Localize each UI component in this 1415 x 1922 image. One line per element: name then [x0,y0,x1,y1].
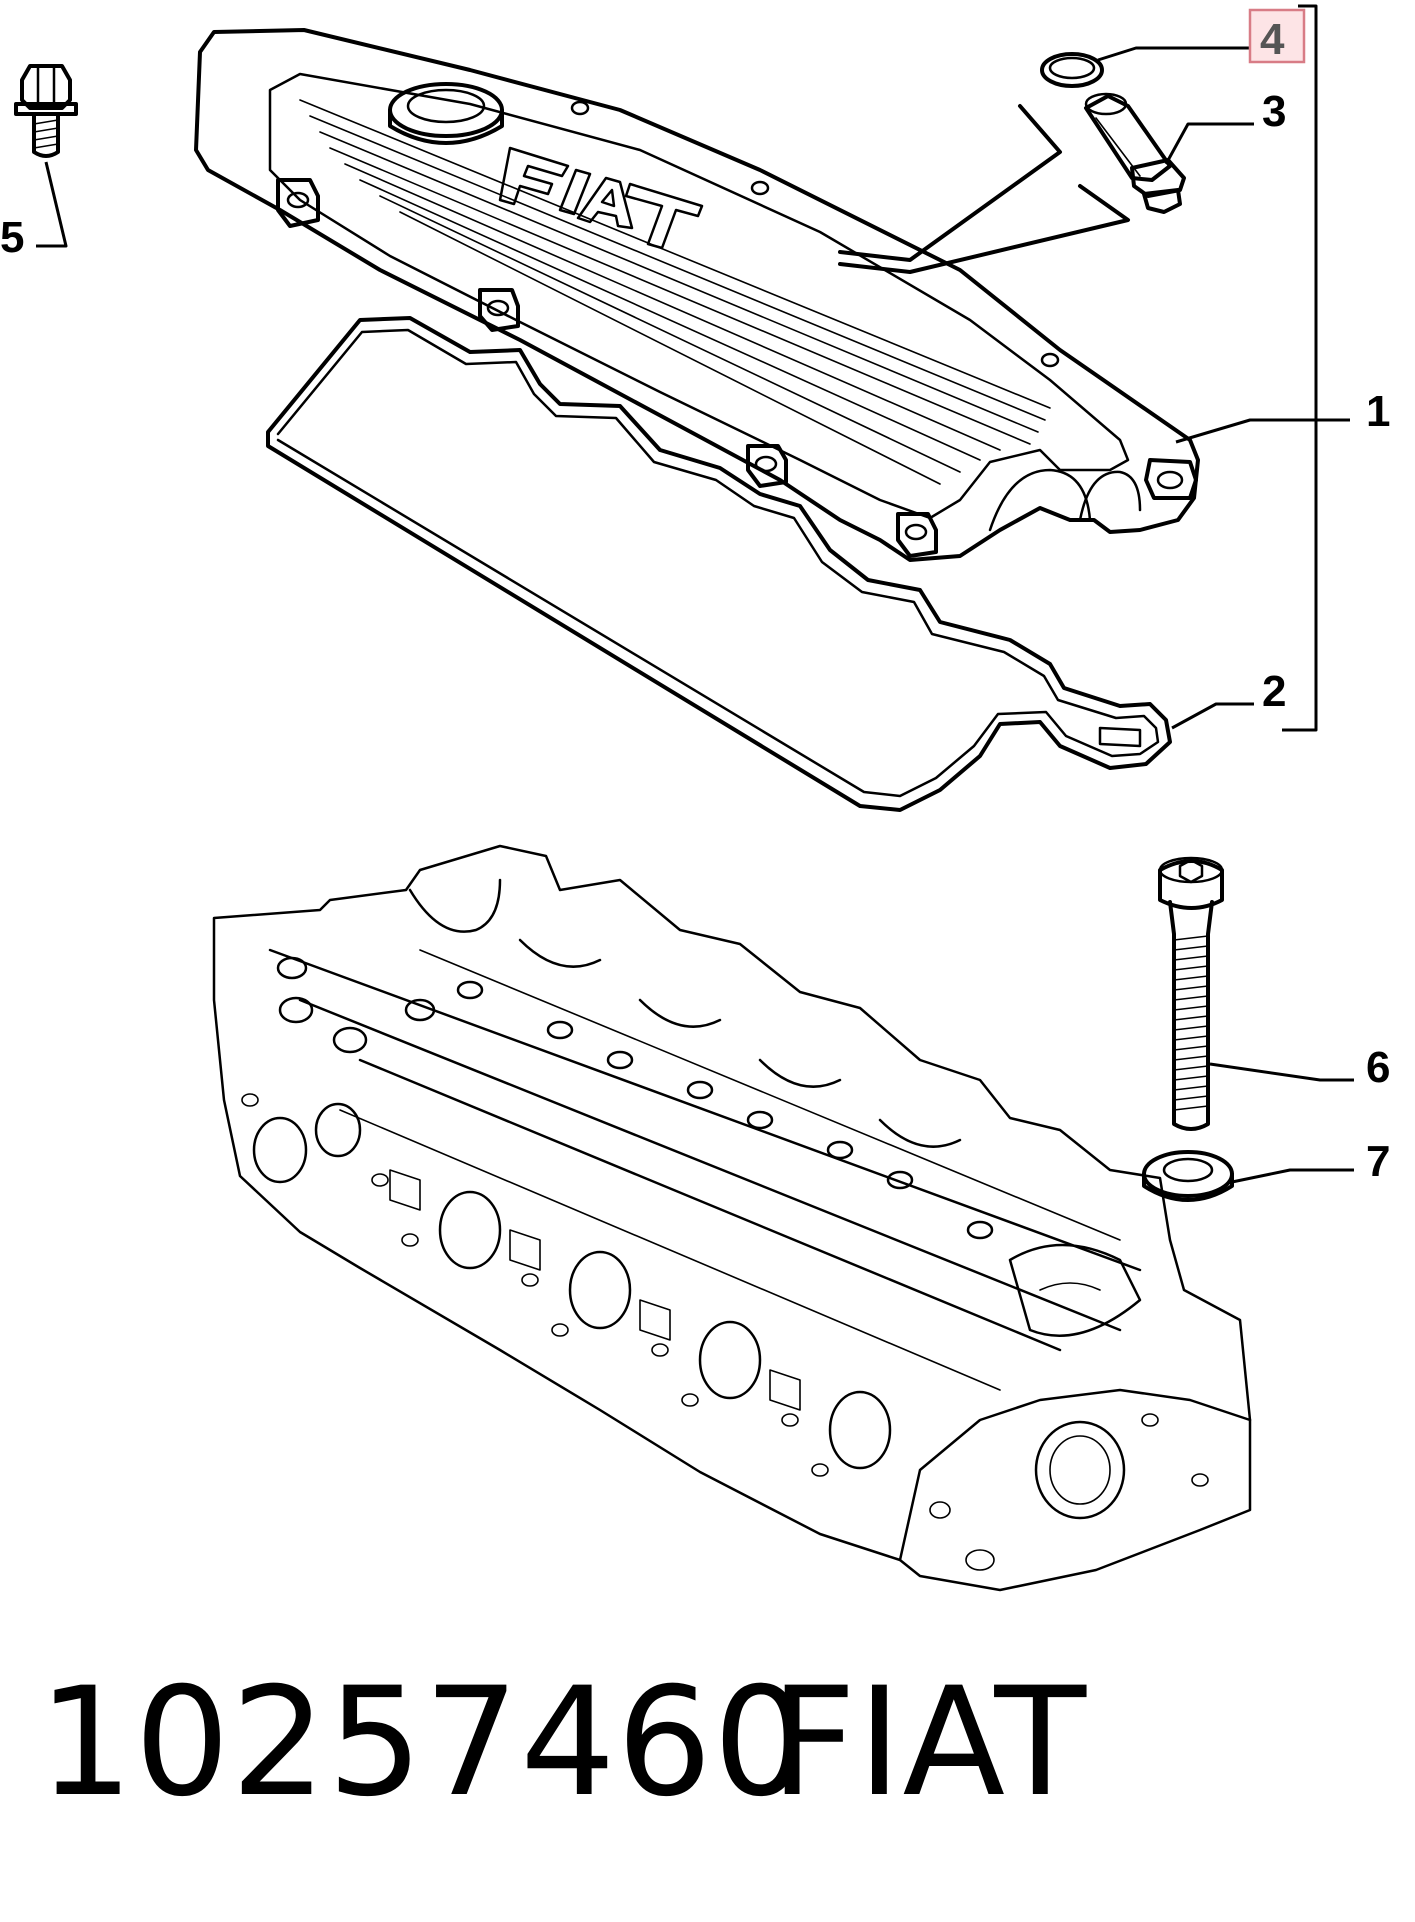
highlight-box [1248,8,1306,64]
cylinder-head [212,844,1252,1592]
leader-6 [1209,1062,1354,1082]
brand-name: FIAT [770,1656,1088,1830]
leader-4 [1097,46,1254,62]
bolt-part-5 [14,64,78,248]
leader-3 [1164,122,1254,165]
leader-7 [1231,1168,1354,1184]
callout-1[interactable]: 1 [1366,387,1390,436]
washer-part-7 [1142,1150,1234,1202]
callout-3[interactable]: 3 [1262,87,1286,136]
assembly-bracket [1282,4,1318,732]
leader-2 [1171,702,1254,730]
gasket-part-2 [266,316,1172,812]
callout-4[interactable]: 4 [1260,15,1285,64]
assembly-bracket-lines [838,104,1130,274]
callout-7[interactable]: 7 [1366,1137,1390,1186]
callout-labels: 4 3 1 2 5 6 7 [0,8,1390,1186]
callout-leaders [1097,4,1354,1184]
part-number: 10257460 [38,1656,810,1830]
o-ring-part-4 [1040,52,1104,88]
leader-1 [1175,418,1350,444]
valve-cover-part-1 [194,28,1200,562]
callout-5[interactable]: 5 [0,213,24,262]
head-bolt-part-6 [1158,856,1224,1131]
callout-2[interactable]: 2 [1262,667,1286,716]
sleeve-part-3 [1084,92,1186,214]
callout-6[interactable]: 6 [1366,1043,1390,1092]
